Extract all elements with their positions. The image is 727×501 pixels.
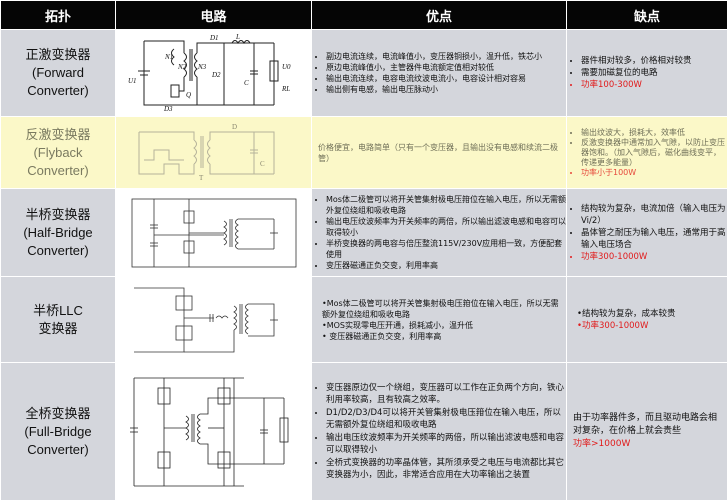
topology-name-cn: 全桥变换器: [1, 405, 115, 423]
topology-name-cn: 半桥变换器: [1, 206, 115, 224]
disadvantages-cell: •结构较为复杂，成本较贵 •功率300-1000W: [567, 277, 727, 363]
label-rl: RL: [281, 85, 290, 93]
advantages-cell: 副边电流连续，电流峰值小，变压器铜损小，温升低，铁芯小 原边电流峰值小，主管器件…: [312, 30, 567, 117]
topology-name-en: Converter): [1, 242, 115, 260]
header-circuit: 电路: [116, 1, 312, 30]
disadvantages-cell: 输出纹波大，损耗大，效率低 反激变换器中通常加入气隙，以防止变压器饱和。（加入气…: [567, 117, 727, 189]
circuit-cell: [116, 277, 312, 363]
label-q: Q: [186, 91, 191, 99]
disadvantage-item: 晶体管之耐压为输入电压，通常用于高输入电压场合: [581, 227, 727, 251]
flyback-circuit-diagram: D C T: [124, 120, 304, 186]
topology-name-cn: 半桥LLC: [1, 302, 115, 320]
circuit-cell: D C T: [116, 117, 312, 189]
topology-name-cn: 正激变换器: [1, 46, 115, 64]
topology-name-en: (Flyback: [1, 144, 115, 162]
header-advantages: 优点: [312, 1, 567, 30]
power-range: 功率>1000W: [573, 438, 721, 451]
label-u0: U0: [282, 63, 291, 71]
disadvantage-item: •结构较为复杂，成本较贵: [577, 308, 727, 320]
half-bridge-circuit-diagram: [124, 191, 304, 275]
circuit-cell: [116, 189, 312, 277]
disadvantage-item: 器件相对较多，价格相对较贵: [581, 55, 727, 67]
topology-cell: 反激变换器 (Flyback Converter): [1, 117, 116, 189]
label-d1: D1: [209, 34, 219, 42]
topology-name-en: (Half-Bridge: [1, 224, 115, 242]
advantage-item: 输出侧有电感，输出电压脉动小: [326, 84, 566, 95]
disadvantage-item: 反激变换器中通常加入气隙，以防止变压器饱和。（加入气隙后，磁化曲线变平，传递更多…: [581, 138, 727, 168]
advantage-item: 原边电流峰值小，主管器件电流额定值相对较低: [326, 62, 566, 73]
label-u1: U1: [128, 77, 137, 85]
advantage-item: 全桥式变换器的功率晶体管，其所须承受之电压与电流都比其它变换器为小，因此，非常适…: [326, 457, 566, 482]
row-flyback: 反激变换器 (Flyback Converter): [1, 117, 727, 189]
row-full-bridge: 全桥变换器 (Full-Bridge Converter): [1, 363, 727, 501]
advantages-cell: Mos体二极管可以将开关管集射极电压箝位在输入电压，所以无需额外复位绕组和吸收电…: [312, 189, 567, 277]
advantage-item: 半桥变换器的两电容与倍压整流115V/230V应用相一致，方便配套使用: [326, 238, 566, 260]
advantage-text: 价格便宜，电路简单（只有一个变压器，且输出没有电感和续流二极管）: [318, 142, 560, 164]
label-n1: N1: [164, 53, 173, 61]
label-t: T: [199, 174, 204, 182]
row-half-bridge: 半桥变换器 (Half-Bridge Converter): [1, 189, 727, 277]
advantage-item: 输出电流连续，电容电流纹波电流小，电容设计相对容易: [326, 73, 566, 84]
advantage-item: 变压器原边仅一个绕组，变压器可以工作在正负两个方向，铁心利用率较高，且有较高之效…: [326, 382, 566, 407]
topology-name-cn: 反激变换器: [1, 126, 115, 144]
label-c: C: [260, 160, 265, 168]
label-d3: D3: [163, 105, 173, 113]
advantage-item: • 变压器磁通正负交变，利用率高: [322, 331, 566, 342]
label-d2: D2: [211, 71, 221, 79]
advantages-cell: 价格便宜，电路简单（只有一个变压器，且输出没有电感和续流二极管）: [312, 117, 567, 189]
power-range: 功率小于100W: [581, 168, 727, 178]
advantage-item: Mos体二极管可以将开关管集射极电压箝位在输入电压，所以无需额外复位绕组和吸收电…: [326, 194, 566, 216]
power-range: •功率300-1000W: [577, 320, 727, 332]
topology-cell: 半桥变换器 (Half-Bridge Converter): [1, 189, 116, 277]
header-disadvantages: 缺点: [567, 1, 727, 30]
advantage-item: 副边电流连续，电流峰值小，变压器铜损小，温升低，铁芯小: [326, 51, 566, 62]
disadvantage-item: 结构较为复杂，电流加倍（输入电压为Vi/2）: [581, 203, 727, 227]
header-row: 拓扑 电路 优点 缺点: [1, 1, 727, 30]
advantages-cell: •Mos体二极管可以将开关管集射极电压箝位在输入电压，所以无需额外复位绕组和吸收…: [312, 277, 567, 363]
header-topology: 拓扑: [1, 1, 116, 30]
advantages-cell: 变压器原边仅一个绕组，变压器可以工作在正负两个方向，铁心利用率较高，且有较高之效…: [312, 363, 567, 501]
topology-name-en: Converter): [1, 162, 115, 180]
label-n3: N3: [197, 63, 207, 71]
topology-cell: 半桥LLC 变换器: [1, 277, 116, 363]
topology-cell: 正激变换器 (Forward Converter): [1, 30, 116, 117]
full-bridge-circuit-diagram: [124, 368, 304, 496]
advantage-item: 输出电压纹波频率为开关频率的两倍，所以输出滤波电感和电容可以取得较小: [326, 216, 566, 238]
power-range: 功率100-300W: [581, 79, 727, 91]
circuit-cell: D1 L N1 N2 N3 D2 C U0 RL U1 D3 Q: [116, 30, 312, 117]
advantage-item: 输出电压纹波频率为开关频率的两倍，所以输出滤波电感和电容可以取得较小: [326, 432, 566, 457]
label-n2: N2: [177, 63, 187, 71]
row-forward: 正激变换器 (Forward Converter): [1, 30, 727, 117]
disadvantages-cell: 器件相对较多，价格相对较贵 需要加磁复位的电路 功率100-300W: [567, 30, 727, 117]
forward-circuit-diagram: D1 L N1 N2 N3 D2 C U0 RL U1 D3 Q: [124, 31, 304, 115]
disadvantage-item: 需要加磁复位的电路: [581, 67, 727, 79]
topology-name-en: Converter): [1, 82, 115, 100]
advantage-item: •MOS实现零电压开通，损耗减小，温升低: [322, 320, 566, 331]
power-range: 功率300-1000W: [581, 251, 727, 263]
advantage-item: 变压器磁通正负交变，利用率高: [326, 260, 566, 271]
label-c: C: [244, 79, 249, 87]
circuit-cell: [116, 363, 312, 501]
label-l: L: [235, 33, 240, 41]
advantage-item: D1/D2/D3/D4可以将开关管集射极电压箝位在输入电压，所以无需额外复位绕组…: [326, 407, 566, 432]
disadvantage-text: 由于功率器件多，而且驱动电路会相对复杂，在价格上就会贵些: [573, 412, 721, 438]
topology-name-en: (Full-Bridge: [1, 423, 115, 441]
topology-name-en: (Forward: [1, 64, 115, 82]
topology-cell: 全桥变换器 (Full-Bridge Converter): [1, 363, 116, 501]
topology-name-en: Converter): [1, 441, 115, 459]
disadvantages-cell: 结构较为复杂，电流加倍（输入电压为Vi/2） 晶体管之耐压为输入电压，通常用于高…: [567, 189, 727, 277]
advantage-item: •Mos体二极管可以将开关管集射极电压箝位在输入电压，所以无需额外复位绕组和吸收…: [322, 298, 566, 320]
disadvantage-item: 输出纹波大，损耗大，效率低: [581, 128, 727, 138]
disadvantages-cell: 由于功率器件多，而且驱动电路会相对复杂，在价格上就会贵些 功率>1000W: [567, 363, 727, 501]
llc-circuit-diagram: [124, 280, 304, 360]
label-d: D: [232, 123, 237, 131]
topology-name-cn2: 变换器: [1, 320, 115, 338]
row-llc: 半桥LLC 变换器: [1, 277, 727, 363]
